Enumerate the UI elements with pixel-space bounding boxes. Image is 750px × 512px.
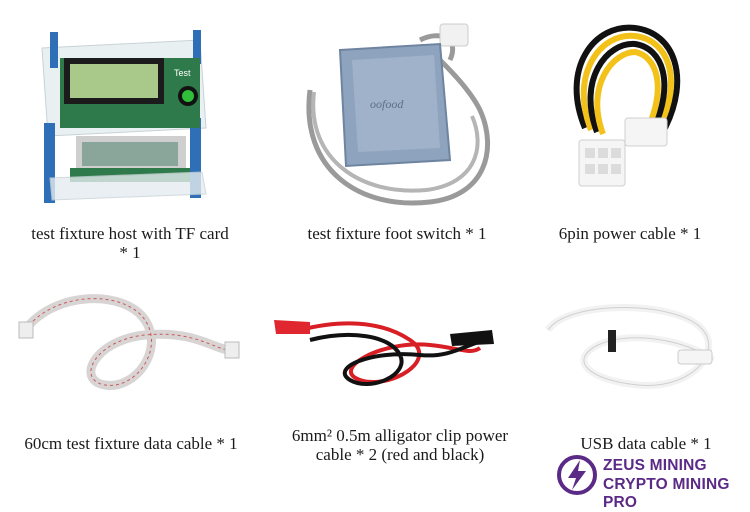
caption-foot-switch: test fixture foot switch * 1 [307,224,487,243]
test-button-label: Test [174,68,191,78]
test-fixture-host-photo: Test [41,30,207,203]
foot-switch-brand: oofood [370,97,404,111]
caption-alligator-clip-cable: 6mm² 0.5m alligator clip power cable * 2… [291,426,509,464]
alligator-clip-cable-photo [274,320,494,386]
foot-switch-photo: oofood [306,23,490,206]
data-cable-photo [18,294,240,390]
lightning-bolt-icon [557,455,597,495]
caption-test-fixture-host: test fixture host with TF card * 1 [31,224,229,262]
6pin-power-cable-photo [573,24,681,187]
logo-line-1: ZEUS MINING [603,457,707,474]
caption-data-cable: 60cm test fixture data cable * 1 [24,434,238,453]
usb-cable-photo [545,304,716,389]
logo-line-2: CRYPTO MINING PRO [603,476,730,511]
caption-usb-cable: USB data cable * 1 [580,434,712,453]
zeus-mining-logo: ZEUS MINING CRYPTO MINING PRO [556,454,746,511]
caption-6pin-power-cable: 6pin power cable * 1 [558,224,702,243]
